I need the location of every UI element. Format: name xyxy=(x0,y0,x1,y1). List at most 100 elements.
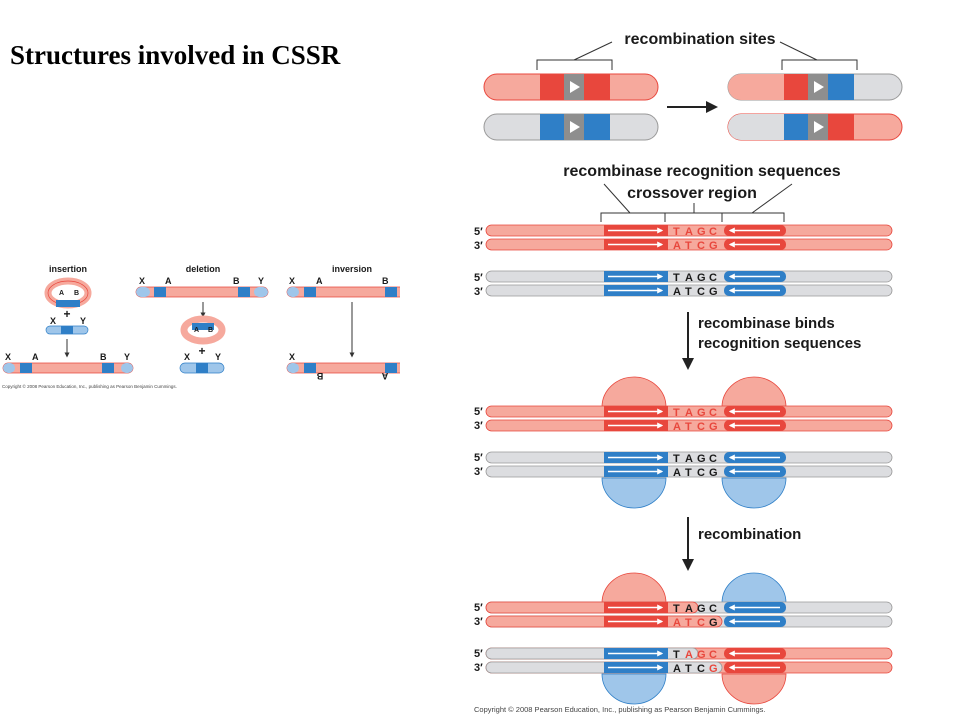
right-copyright: Copyright © 2008 Pearson Education, Inc.… xyxy=(474,705,766,714)
cssr-outcomes-diagram: insertion A B + X Y X A B Y deletion X A… xyxy=(2,264,400,389)
svg-text:C: C xyxy=(709,649,717,661)
insertion-plasmid-b: B xyxy=(74,290,79,297)
recombinase-red-right-final xyxy=(721,673,787,705)
recombinase-red-left-final xyxy=(601,572,667,604)
step1-line1: recombinase binds xyxy=(698,315,835,332)
svg-text:T: T xyxy=(673,407,680,419)
svg-text:5′: 5′ xyxy=(474,406,483,418)
svg-text:A: A xyxy=(673,421,681,433)
deletion-a: A xyxy=(165,276,172,286)
recombinase-blue-left-final xyxy=(601,673,667,705)
svg-text:G: G xyxy=(709,240,718,252)
deletion-b: B xyxy=(233,276,240,286)
svg-text:A: A xyxy=(673,240,681,252)
inversion-x-product: X xyxy=(289,352,295,362)
insertion-y-top: Y xyxy=(80,316,86,326)
svg-text:C: C xyxy=(697,663,705,675)
deletion-circle-b: B xyxy=(208,327,213,334)
svg-text:G: G xyxy=(709,617,718,629)
svg-text:C: C xyxy=(709,272,717,284)
svg-text:T: T xyxy=(673,226,680,238)
svg-text:T: T xyxy=(685,663,692,675)
svg-text:A: A xyxy=(685,649,693,661)
insertion-heading: insertion xyxy=(49,264,87,274)
svg-text:C: C xyxy=(697,421,705,433)
svg-text:T: T xyxy=(673,649,680,661)
recombinase-blue-right-final xyxy=(721,572,787,604)
insertion-a: A xyxy=(32,352,39,362)
svg-text:C: C xyxy=(709,453,717,465)
insertion-y: Y xyxy=(124,352,130,362)
crossover-region-label: crossover region xyxy=(627,185,757,202)
step1-line2: recognition sequences xyxy=(698,335,861,352)
recombination-sites-label: recombination sites xyxy=(624,31,775,48)
svg-text:5′: 5′ xyxy=(474,602,483,614)
deletion-circle xyxy=(180,315,226,345)
svg-text:T: T xyxy=(685,286,692,298)
svg-text:A: A xyxy=(685,453,693,465)
svg-text:T: T xyxy=(685,617,692,629)
insertion-plasmid-site xyxy=(56,300,80,307)
svg-text:T: T xyxy=(685,240,692,252)
svg-text:C: C xyxy=(697,286,705,298)
site-cylinder-before-gray xyxy=(483,113,659,141)
five-prime-1b: 5′ xyxy=(474,272,483,284)
svg-text:A: A xyxy=(673,467,681,479)
svg-text:T: T xyxy=(673,603,680,615)
svg-text:G: G xyxy=(697,649,706,661)
recombinase-blue-left xyxy=(601,477,667,509)
svg-text:C: C xyxy=(709,603,717,615)
five-prime-1a: 5′ xyxy=(474,226,483,238)
deletion-circle-a: A xyxy=(194,327,199,334)
svg-text:C: C xyxy=(709,226,717,238)
deletion-plus: + xyxy=(198,344,205,358)
recombination-mechanism-diagram: recombination sites recombinase recognit… xyxy=(474,31,903,714)
svg-text:T: T xyxy=(685,421,692,433)
svg-text:C: C xyxy=(697,617,705,629)
inversion-b-flipped: B xyxy=(316,371,323,381)
svg-text:3′: 3′ xyxy=(474,466,483,478)
insertion-x: X xyxy=(5,352,11,362)
deletion-x: X xyxy=(139,276,145,286)
deletion-x-product: X xyxy=(184,352,190,362)
site-cylinder-after-bottom xyxy=(727,113,903,141)
svg-text:G: G xyxy=(697,407,706,419)
insertion-plus: + xyxy=(63,307,70,321)
svg-text:A: A xyxy=(673,663,681,675)
svg-text:T: T xyxy=(673,453,680,465)
inversion-heading: inversion xyxy=(332,264,372,274)
svg-text:G: G xyxy=(697,453,706,465)
svg-text:C: C xyxy=(697,240,705,252)
left-copyright: Copyright © 2008 Pearson Education, Inc.… xyxy=(2,383,177,389)
svg-text:G: G xyxy=(709,421,718,433)
svg-text:G: G xyxy=(697,603,706,615)
svg-text:A: A xyxy=(685,603,693,615)
insertion-target-site xyxy=(61,326,73,334)
insertion-b: B xyxy=(100,352,107,362)
svg-text:A: A xyxy=(685,226,693,238)
inversion-a-flipped: A xyxy=(381,371,388,381)
inversion-b: B xyxy=(382,276,389,286)
svg-text:A: A xyxy=(673,286,681,298)
site-cylinder-before-red xyxy=(483,73,659,101)
insertion-panel: insertion A B + X Y X A B Y xyxy=(2,264,134,374)
svg-text:A: A xyxy=(673,617,681,629)
svg-text:A: A xyxy=(685,272,693,284)
page-title: Structures involved in CSSR xyxy=(10,40,341,70)
svg-text:3′: 3′ xyxy=(474,662,483,674)
recombinase-red-right xyxy=(721,376,787,408)
insertion-x-top: X xyxy=(50,316,56,326)
svg-text:3′: 3′ xyxy=(474,420,483,432)
inversion-panel: inversion X A B Y X Y B A xyxy=(286,264,400,381)
svg-text:C: C xyxy=(697,467,705,479)
svg-text:G: G xyxy=(709,663,718,675)
svg-text:G: G xyxy=(709,467,718,479)
insertion-plasmid-a: A xyxy=(59,290,64,297)
recombinase-red-left xyxy=(601,376,667,408)
site-cylinder-after-top xyxy=(727,73,903,101)
three-prime-1b: 3′ xyxy=(474,286,483,298)
svg-text:5′: 5′ xyxy=(474,452,483,464)
